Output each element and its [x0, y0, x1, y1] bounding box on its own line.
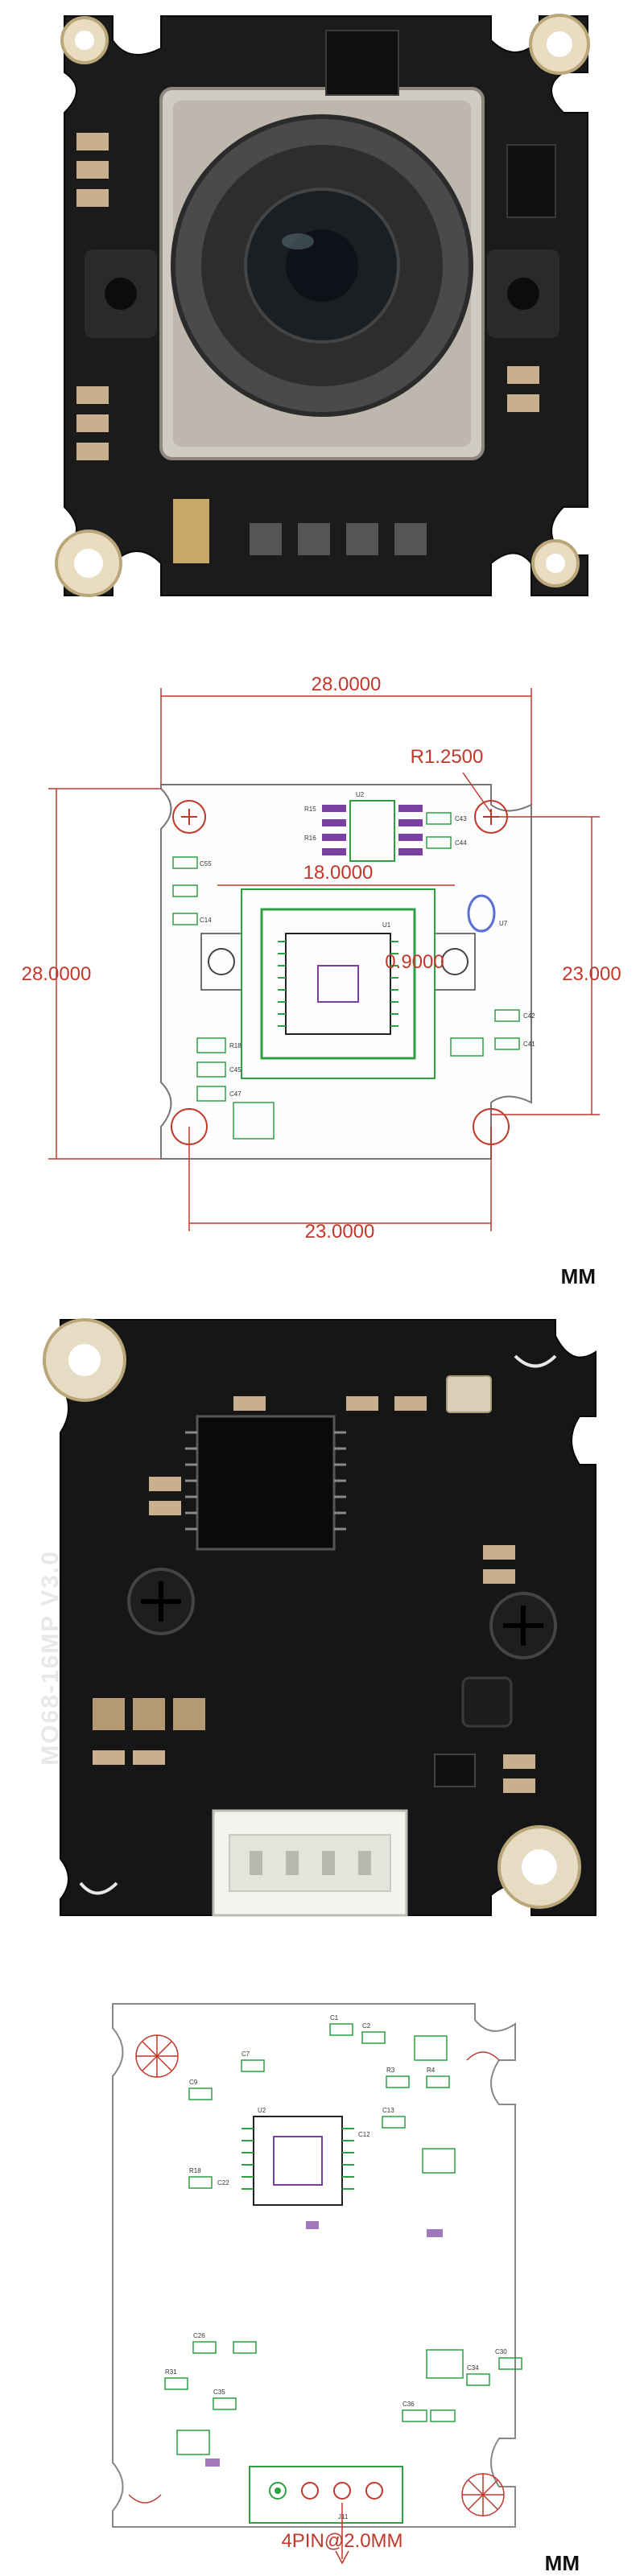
back-dimension-drawing: C1 C2 R3 R4 C7 C9 U2 C12 C13 R18 C22 C26… [0, 1964, 644, 2575]
main-processor-ic [196, 1415, 336, 1551]
camera-front-photo [0, 0, 644, 628]
processor-footprint [253, 2116, 343, 2206]
back-dimension-svg: C1 C2 R3 R4 C7 C9 U2 C12 C13 R18 C22 C26… [112, 2003, 522, 2565]
pcb-outline-back [112, 2003, 516, 2528]
label-c41: C41 [523, 1041, 535, 1048]
power-inductor [461, 1676, 513, 1728]
label-u2-back: U2 [258, 2107, 266, 2114]
label-u2: U2 [356, 791, 365, 798]
label-c12: C12 [358, 2131, 370, 2138]
camera-back-photo: MO68-16MP V3.0 [0, 1304, 644, 1947]
label-c7: C7 [242, 2050, 250, 2058]
label-c45: C45 [229, 1066, 242, 1074]
component-footprints [172, 812, 520, 1140]
front-dimension-drawing: C55 C14 R18 C45 C47 U1 U7 C42 C41 U2 R15… [0, 644, 644, 1288]
label-c47: C47 [229, 1090, 242, 1098]
label-c2: C2 [362, 2022, 371, 2030]
label-c26: C26 [193, 2332, 205, 2339]
image-sensor-chip [285, 933, 391, 1035]
passive-components-back [93, 1396, 535, 1793]
label-c35: C35 [213, 2388, 225, 2396]
ear-hole-left [208, 948, 235, 975]
label-c43: C43 [455, 815, 467, 822]
driver-chip [325, 30, 399, 96]
label-c42: C42 [523, 1012, 535, 1020]
mounting-holes [171, 800, 510, 1145]
flex-connector-pad [173, 499, 209, 563]
label-r31: R31 [165, 2368, 177, 2376]
unit-label-front: MM [561, 1264, 596, 1288]
front-dimension-svg: C55 C14 R18 C45 C47 U1 U7 C42 C41 U2 R15… [22, 674, 621, 1288]
camera-back-illustration: MO68-16MP V3.0 [37, 1318, 597, 1917]
dim-top-width: 28.0000 [312, 674, 382, 695]
label-c36: C36 [402, 2401, 415, 2408]
label-u1: U1 [382, 921, 391, 929]
dim-hole-size: 0.9000 [385, 951, 444, 973]
label-u7: U7 [499, 920, 508, 927]
camera-front-illustration [55, 14, 590, 597]
pcb-outline-front [160, 784, 532, 1160]
connector-spec-label: 4PIN@2.0MM [281, 2530, 403, 2552]
label-c14: C14 [200, 917, 212, 924]
label-r3: R3 [386, 2067, 395, 2074]
fiducial-marks [128, 2034, 505, 2516]
driver-ic-footprint [349, 800, 395, 862]
oscillator-footprint [467, 894, 496, 933]
label-c44: C44 [455, 839, 467, 847]
ear-hole-right [441, 948, 469, 975]
connector-footprint [249, 2466, 403, 2524]
dim-left-height: 28.0000 [22, 963, 92, 985]
component-footprints-back [164, 2023, 522, 2455]
label-r15: R15 [304, 806, 316, 813]
label-r16: R16 [304, 835, 316, 842]
label-r18-back: R18 [189, 2167, 201, 2174]
label-c30: C30 [495, 2348, 507, 2355]
dim-inner-width: 18.0000 [303, 862, 374, 884]
crystal-oscillator [446, 1375, 492, 1413]
smd-components [76, 133, 109, 150]
unit-label-back: MM [544, 2551, 580, 2575]
label-r18: R18 [229, 1042, 242, 1049]
label-c1: C1 [330, 2014, 339, 2022]
dim-right-height: 23.000 [562, 963, 621, 985]
dim-bottom-width: 23.0000 [305, 1221, 375, 1243]
label-c9: C9 [189, 2079, 198, 2086]
label-j11: J11 [338, 2513, 349, 2520]
label-c13: C13 [382, 2107, 394, 2114]
dim-corner-radius: R1.2500 [411, 746, 484, 768]
sensor-package-outline [241, 888, 436, 1079]
label-r4: R4 [427, 2067, 436, 2074]
board-model-label: MO68-16MP V3.0 [37, 1550, 64, 1766]
label-c55: C55 [200, 860, 212, 868]
label-c34: C34 [467, 2364, 479, 2372]
label-c22: C22 [217, 2179, 229, 2187]
